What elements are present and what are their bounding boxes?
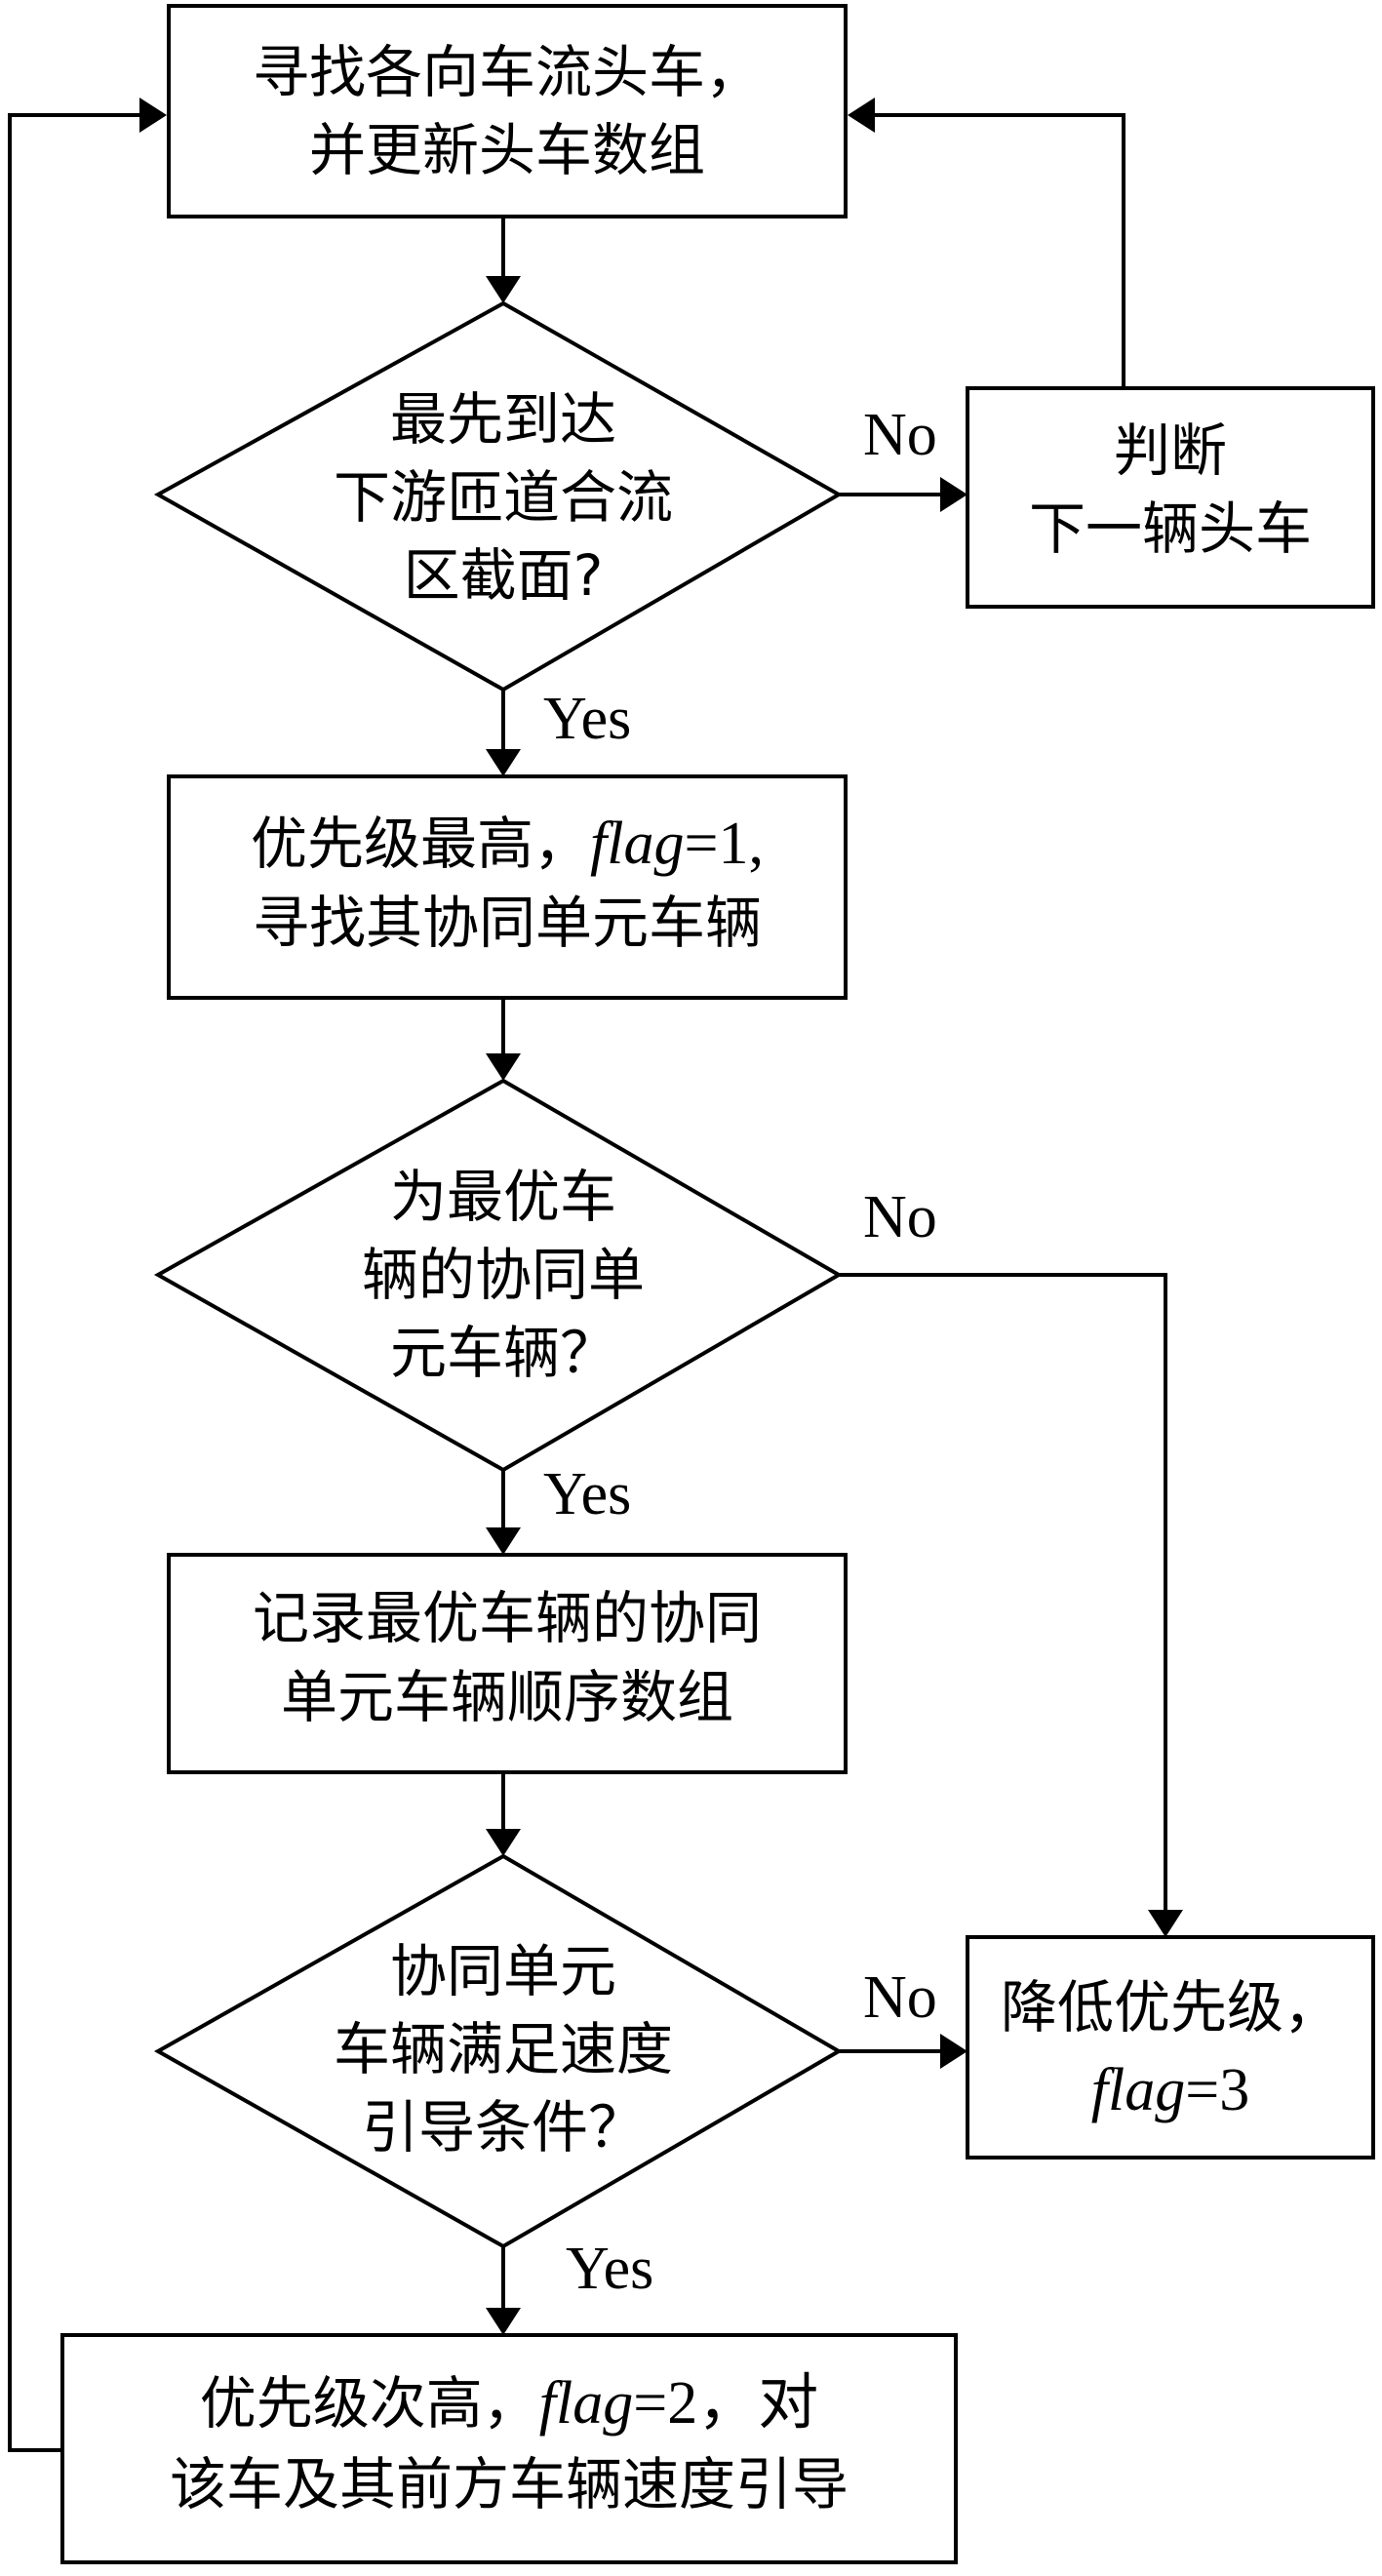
- node-text-line: 判断: [1114, 417, 1227, 484]
- process-box: [167, 4, 848, 218]
- arrowhead: [486, 1527, 521, 1555]
- node-speed-condition: 协同单元 车辆满足速度 引导条件？: [153, 1853, 843, 2249]
- node-text-line: 为最优车: [390, 1164, 616, 1230]
- node-text-line: 降低优先级，: [1001, 1974, 1340, 2041]
- node-text-line: 元车辆？: [390, 1320, 616, 1386]
- connectors: [8, 98, 1183, 2452]
- node-text-line: 下一辆头车: [1029, 495, 1312, 562]
- node-text-line: 区截面?: [404, 542, 604, 609]
- node-lower-priority: 降低优先级， flag=3: [966, 1935, 1375, 2160]
- node-first-arrive: 最先到达 下游匝道合流 区截面?: [153, 300, 844, 693]
- edge-optimal-unit-no: [839, 1273, 1167, 1912]
- node-text-line: 辆的协同单: [362, 1242, 645, 1308]
- node-is-optimal-unit: 为最优车 辆的协同单 元车辆？: [153, 1078, 843, 1473]
- node-text-line: 并更新头车数组: [309, 117, 705, 183]
- node-text-line: 引导条件？: [362, 2094, 645, 2160]
- node-text-line: 最先到达: [390, 386, 616, 453]
- node-text-line: flag=3: [1091, 2057, 1249, 2123]
- node-find-head: 寻找各向车流头车， 并更新头车数组: [167, 4, 848, 218]
- node-text-line: 寻找各向车流头车，: [253, 39, 762, 105]
- edge-label-yes: Yes: [543, 1461, 631, 1527]
- process-box: [60, 2333, 958, 2564]
- flag-value: =1,: [685, 811, 764, 877]
- process-box: [966, 386, 1375, 609]
- arrowhead: [486, 749, 521, 776]
- flag-value: =3: [1185, 2057, 1249, 2123]
- edge-label-yes: Yes: [566, 2236, 653, 2302]
- arrowhead: [940, 477, 967, 512]
- edge-second-priority-loop: [8, 113, 141, 2452]
- node-text-line: 协同单元: [390, 1938, 616, 2004]
- arrowhead: [486, 1829, 521, 1856]
- flag-variable: flag: [539, 2370, 633, 2437]
- node-second-priority: 优先级次高，flag=2，对 该车及其前方车辆速度引导: [60, 2333, 958, 2564]
- arrowhead: [486, 276, 521, 303]
- node-text-line: 下游匝道合流: [334, 464, 673, 531]
- decision-diamond: [153, 1853, 843, 2249]
- process-box: [167, 774, 848, 1000]
- edge-label-no: No: [863, 1964, 937, 2031]
- node-text-line: 优先级次高，flag=2，对: [200, 2370, 818, 2437]
- arrowhead: [940, 2034, 967, 2069]
- decision-diamond: [153, 300, 844, 693]
- node-text-line: 优先级最高，flag=1,: [251, 811, 764, 877]
- flag-variable: flag: [1091, 2057, 1185, 2123]
- node-next-head: 判断 下一辆头车: [966, 386, 1375, 609]
- edge-label-yes: Yes: [543, 686, 631, 752]
- node-text-line: 该车及其前方车辆速度引导: [170, 2451, 849, 2517]
- decision-diamond: [153, 1078, 843, 1473]
- process-box: [167, 1553, 848, 1774]
- arrowhead: [848, 98, 875, 133]
- arrowhead: [139, 98, 167, 133]
- flag-variable: flag: [590, 811, 684, 877]
- process-box: [966, 1935, 1375, 2160]
- node-text-line: 单元车辆顺序数组: [281, 1664, 733, 1730]
- edge-next-head-loop: [873, 113, 1125, 388]
- arrowhead: [486, 1053, 521, 1081]
- node-text-line: 寻找其协同单元车辆: [253, 890, 762, 956]
- node-text-line: 车辆满足速度: [334, 2016, 673, 2082]
- node-record-order: 记录最优车辆的协同 单元车辆顺序数组: [167, 1553, 848, 1774]
- node-text-line: 记录最优车辆的协同: [253, 1585, 762, 1651]
- text-segment: 优先级次高，: [200, 2370, 539, 2437]
- flag-value: =2，对: [633, 2370, 818, 2437]
- text-segment: 优先级最高，: [251, 811, 590, 877]
- edge-labels: No Yes No Yes No Yes: [543, 402, 937, 2302]
- arrowhead: [1148, 1910, 1183, 1937]
- node-top-priority: 优先级最高，flag=1, 寻找其协同单元车辆: [167, 774, 848, 1000]
- arrowhead: [486, 2308, 521, 2335]
- edge-label-no: No: [863, 402, 937, 468]
- edge-label-no: No: [863, 1184, 937, 1250]
